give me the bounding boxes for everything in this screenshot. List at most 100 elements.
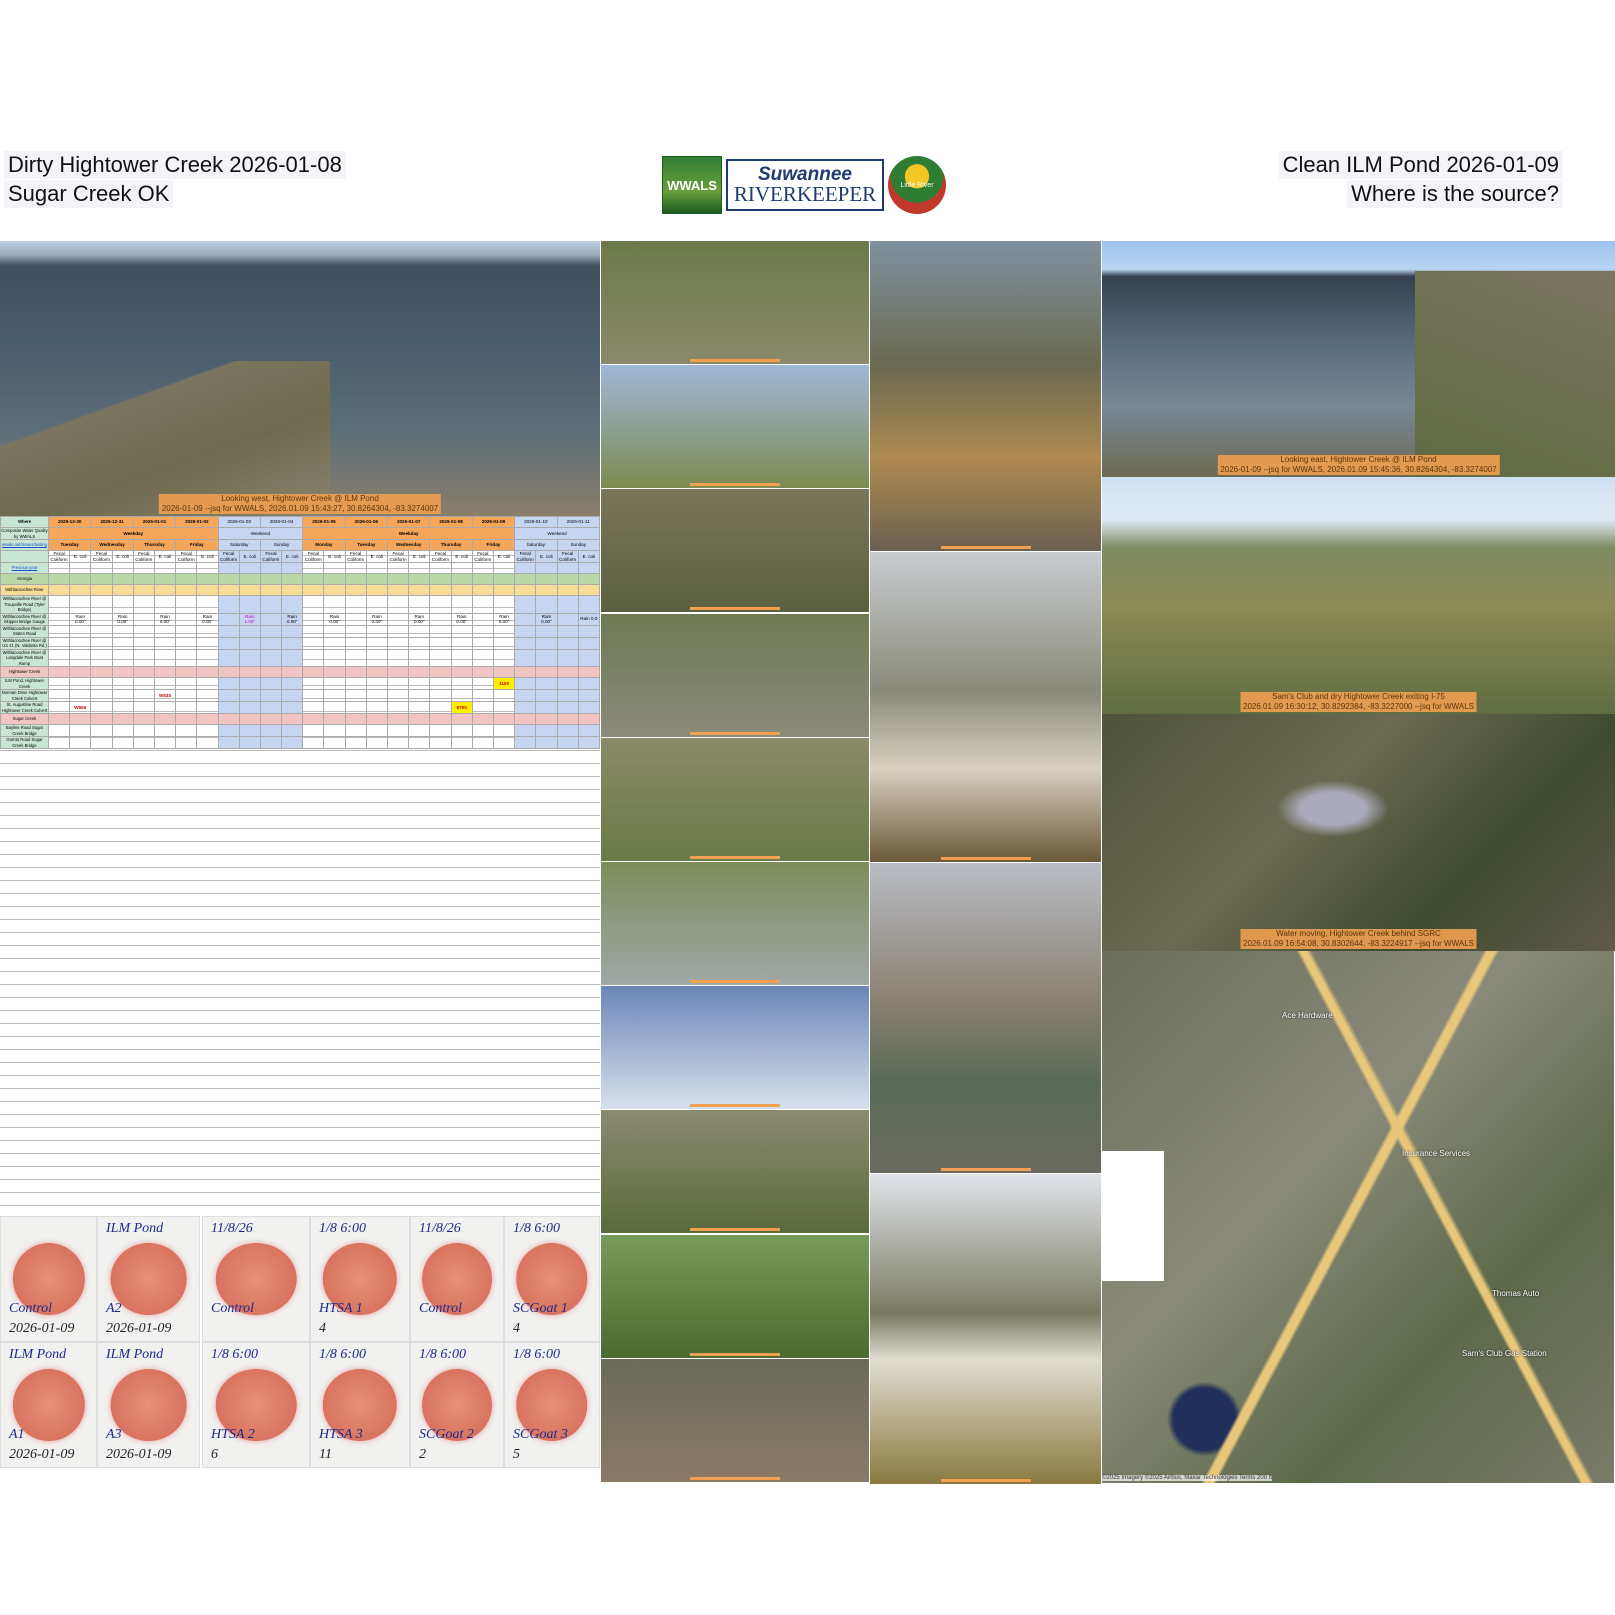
cell-fecal [514,689,537,702]
cell-fecal [386,689,410,702]
photo-creek [601,1110,869,1234]
cell-fecal [259,713,283,725]
petri-label: A1 [9,1427,25,1442]
photo-caption-bar [690,607,780,611]
petri-label: Control [9,1301,53,1316]
table-row: Gornto Road Sugar Creek Bridge [0,736,600,749]
cell-fecal [132,724,155,737]
cell-fecal [471,677,494,690]
date-header: 2026-01-07 [386,516,431,528]
cell-ecoli [365,724,389,737]
cell-fecal [556,584,579,596]
table-row: Withlacoochee River @ Langdale Park Boat… [0,648,600,667]
cell-ecoli [281,736,304,749]
cell-ecoli [408,573,431,585]
cell-ecoli [577,584,600,596]
cell-ecoli [323,624,346,638]
row-label[interactable]: Previous year [0,562,49,574]
table-row: Withlacoochee River @ US 41 (N. Valdosta… [0,636,600,650]
petri-top-label: 1/8 6:00 [319,1221,367,1236]
row-label: Withlacoochee River @ Skipper Bridge Gau… [0,612,49,626]
petri-date: 4 [513,1321,520,1336]
col-fecal: Fecal Coliform [90,550,113,563]
cell-ecoli [323,584,346,596]
cell-fecal [259,636,283,650]
cell-fecal [344,677,367,690]
cell-ecoli [323,689,346,702]
cell-ecoli [69,666,92,678]
cell-fecal [344,701,367,714]
cell-fecal [132,736,155,749]
cell-ecoli [238,666,261,678]
photo-creek [601,986,869,1110]
cell-ecoli [196,736,219,749]
cell-ecoli [196,677,219,690]
cell-ecoli [196,701,219,714]
day-header: Saturday [217,539,261,551]
petri-dish [110,1243,187,1315]
cell-fecal [47,724,71,737]
petri-top-label: 1/8 6:00 [513,1347,561,1362]
cell-ecoli [408,713,431,725]
cell-fecal [386,595,410,614]
date-header: 2026-01-11 [556,516,600,528]
day-header: Tuesday [344,539,389,551]
photo-caption: Looking west, Hightower Creek @ ILM Pond… [158,494,442,514]
petri-top-label: 1/8 6:00 [513,1221,561,1236]
day-header: Wednesday [386,539,431,551]
table-link[interactable]: wwals.net/issues/testing [0,539,49,551]
cell-ecoli [238,595,261,614]
cell-fecal [556,689,579,702]
cell-fecal [302,701,325,714]
cell-ecoli [196,595,219,614]
cell-ecoli [196,573,219,585]
photo-creek-bed [870,863,1101,1173]
cell-fecal [217,736,240,749]
cell-ecoli [111,724,134,737]
col-fecal: Fecal Coliform [47,550,71,563]
cell-ecoli [196,636,219,650]
cell-ecoli [492,701,516,714]
col-fecal: Fecal Coliform [302,550,325,563]
cell-ecoli [535,701,558,714]
cell-ecoli [450,724,473,737]
cell-fecal [302,724,325,737]
cell-ecoli: Rain 1.00" [238,612,261,626]
petri-label: HTSA 2 [211,1427,255,1442]
cell-fecal [175,713,198,725]
cell-ecoli [535,562,558,574]
cell-ecoli [323,713,346,725]
cell-fecal [259,701,283,714]
petri-dish [12,1369,85,1441]
cell-ecoli [111,689,134,702]
cell-fecal [556,624,579,638]
cell-fecal [90,573,113,585]
cell-ecoli [492,595,516,614]
cell-fecal [259,689,283,702]
row-label: Withlacoochee River @ Staten Road [0,624,49,638]
cell-fecal [132,573,155,585]
petri-top-label: 11/8/26 [419,1221,461,1236]
cell-ecoli [69,562,92,574]
cell-ecoli [365,624,389,638]
cell-fecal [47,677,71,690]
cell-ecoli [408,648,431,667]
cell-ecoli [450,562,473,574]
cell-ecoli: Rain 0.00" [535,612,558,626]
table-row: Bayline Road Sugar Creek Bridge [0,724,600,737]
cell-ecoli [365,562,389,574]
cell-ecoli [238,573,261,585]
cell-ecoli [69,677,92,690]
cell-fecal [175,648,198,667]
cell-fecal [47,573,71,585]
cell-fecal [90,584,113,596]
cell-fecal [90,736,113,749]
date-header: 2026-01-03 [217,516,261,528]
cell-fecal [556,666,579,678]
map-logos [1102,1151,1164,1281]
satellite-map[interactable]: Sam's Club Gas Station Thomas Auto Insur… [1102,951,1614,1483]
cell-ecoli [281,648,304,667]
cell-ecoli [365,736,389,749]
date-header: 2025-12-31 [90,516,134,528]
cell-ecoli [365,595,389,614]
